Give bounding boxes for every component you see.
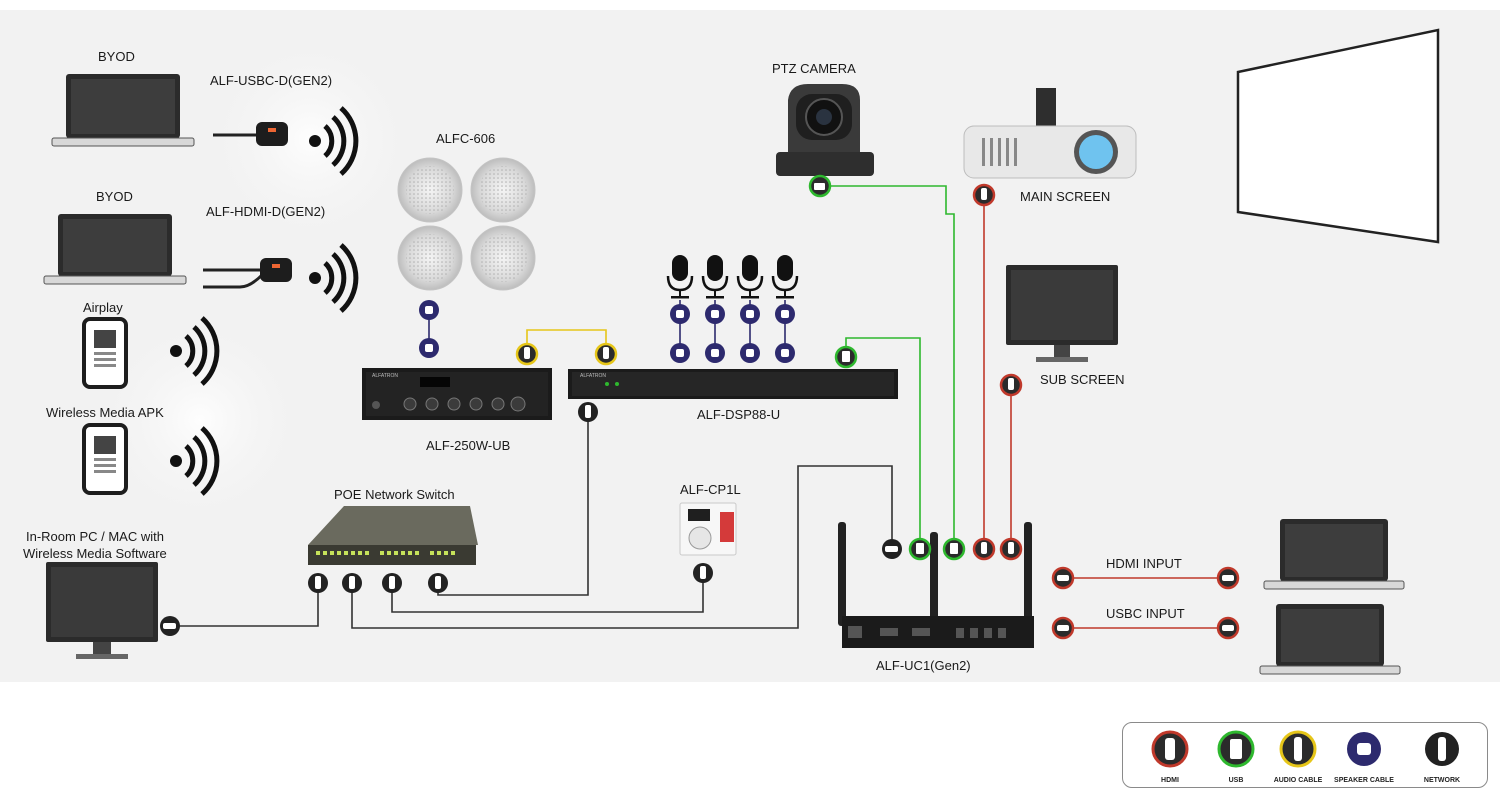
main-projection-screen: [1236, 28, 1440, 244]
in-room-pc-monitor: [46, 562, 158, 659]
in-room-pc-label: In-Room PC / MAC with: [26, 529, 164, 544]
audio-connector: [594, 342, 618, 366]
legend-label: AUDIO CABLE: [1273, 777, 1323, 784]
hdmi-input-laptop: [1263, 519, 1405, 590]
wifi-icon: [170, 316, 220, 386]
hdmi-icon: [1151, 730, 1189, 768]
hdmi-connector: [1051, 616, 1075, 640]
hdmi-connector: [999, 537, 1023, 561]
control-panel: [679, 502, 737, 556]
dsp-brand: ALFATRON: [580, 373, 607, 379]
sub-screen-label: SUB SCREEN: [1040, 372, 1125, 387]
poe-switch-label: POE Network Switch: [334, 487, 455, 502]
network-icon: [1425, 732, 1459, 766]
amplifier-label: ALF-250W-UB: [426, 438, 511, 453]
speaker-connector: [419, 338, 439, 358]
legend-label: NETWORK: [1423, 777, 1461, 784]
airplay-phone: [82, 317, 128, 389]
connector-badges: [160, 174, 1240, 640]
usbc-dongle: [213, 122, 288, 146]
wifi-icon: [309, 243, 359, 313]
speaker-connector: [419, 300, 439, 320]
hdmi-connector: [999, 373, 1023, 397]
hdmi-connector: [972, 183, 996, 207]
hdmi-dongle-label: ALF-HDMI-D(GEN2): [206, 204, 326, 219]
legend-speaker: SPEAKER CABLE: [1329, 729, 1399, 784]
dsp-label: ALF-DSP88-U: [697, 407, 781, 422]
airplay-label: Airplay: [83, 300, 123, 315]
audio-cable: [526, 329, 607, 352]
uc-box: [838, 522, 1034, 648]
ptz-camera-label: PTZ CAMERA: [772, 61, 856, 76]
audio-connector: [515, 342, 539, 366]
poe-switch: [308, 506, 478, 565]
hdmi-connector: [1216, 616, 1240, 640]
sub-screen-monitor: [1006, 265, 1118, 362]
usbc-dongle-label: ALF-USBC-D(GEN2): [210, 73, 333, 88]
legend-audio: AUDIO CABLE: [1263, 729, 1333, 784]
network-cable-pc: [170, 583, 319, 627]
dsp-unit: [568, 369, 898, 399]
usbc-input-laptop: [1259, 604, 1401, 675]
audio-cable-icon: [1279, 730, 1317, 768]
hdmi-connector: [1051, 566, 1075, 590]
hdmi-dongle: [203, 258, 292, 289]
legend-label: USB: [1228, 777, 1244, 784]
projector: [963, 88, 1137, 179]
network-cable-uc: [351, 465, 893, 629]
usb-connector: [808, 174, 832, 198]
cable-legend: HDMI USB AUDIO CABLE SPEAKER CABLE NETWO…: [1122, 722, 1488, 788]
usb-connector: [834, 345, 858, 369]
hdmi-input-label: HDMI INPUT: [1106, 556, 1182, 571]
in-room-pc-label-2: Wireless Media Software: [23, 546, 167, 561]
legend-usb: USB: [1201, 729, 1271, 784]
usb-icon: [1217, 730, 1255, 768]
wifi-icon: [309, 106, 359, 176]
legend-label: HDMI: [1161, 777, 1179, 784]
byod-laptop-1: [51, 74, 195, 147]
byod-label: BYOD: [98, 49, 135, 64]
ptz-camera: [776, 84, 874, 176]
main-screen-label: MAIN SCREEN: [1020, 189, 1111, 204]
usb-connector: [942, 537, 966, 561]
usbc-input-label: USBC INPUT: [1106, 606, 1185, 621]
hdmi-connector: [1216, 566, 1240, 590]
wifi-icon: [170, 426, 220, 496]
usb-connector: [908, 537, 932, 561]
byod-laptop-2: [43, 214, 187, 285]
wireless-apk-phone: [82, 423, 128, 495]
hdmi-connector: [972, 537, 996, 561]
usb-cable-camera: [830, 185, 955, 548]
amp-brand: ALFATRON: [372, 373, 399, 379]
byod-label: BYOD: [96, 189, 133, 204]
wireless-apk-label: Wireless Media APK: [46, 405, 164, 420]
legend-label: SPEAKER CABLE: [1334, 777, 1394, 784]
speakers-label: ALFC-606: [436, 131, 496, 146]
uc-box-label: ALF-UC1(Gen2): [876, 658, 971, 673]
amplifier: [362, 368, 552, 420]
speaker-cable-icon: [1347, 732, 1381, 766]
ceiling-speakers: [397, 157, 536, 291]
legend-network: NETWORK: [1407, 729, 1477, 784]
microphones: [666, 255, 799, 299]
network-cable-cp: [391, 575, 704, 613]
legend-hdmi: HDMI: [1135, 729, 1205, 784]
control-panel-label: ALF-CP1L: [680, 482, 741, 497]
